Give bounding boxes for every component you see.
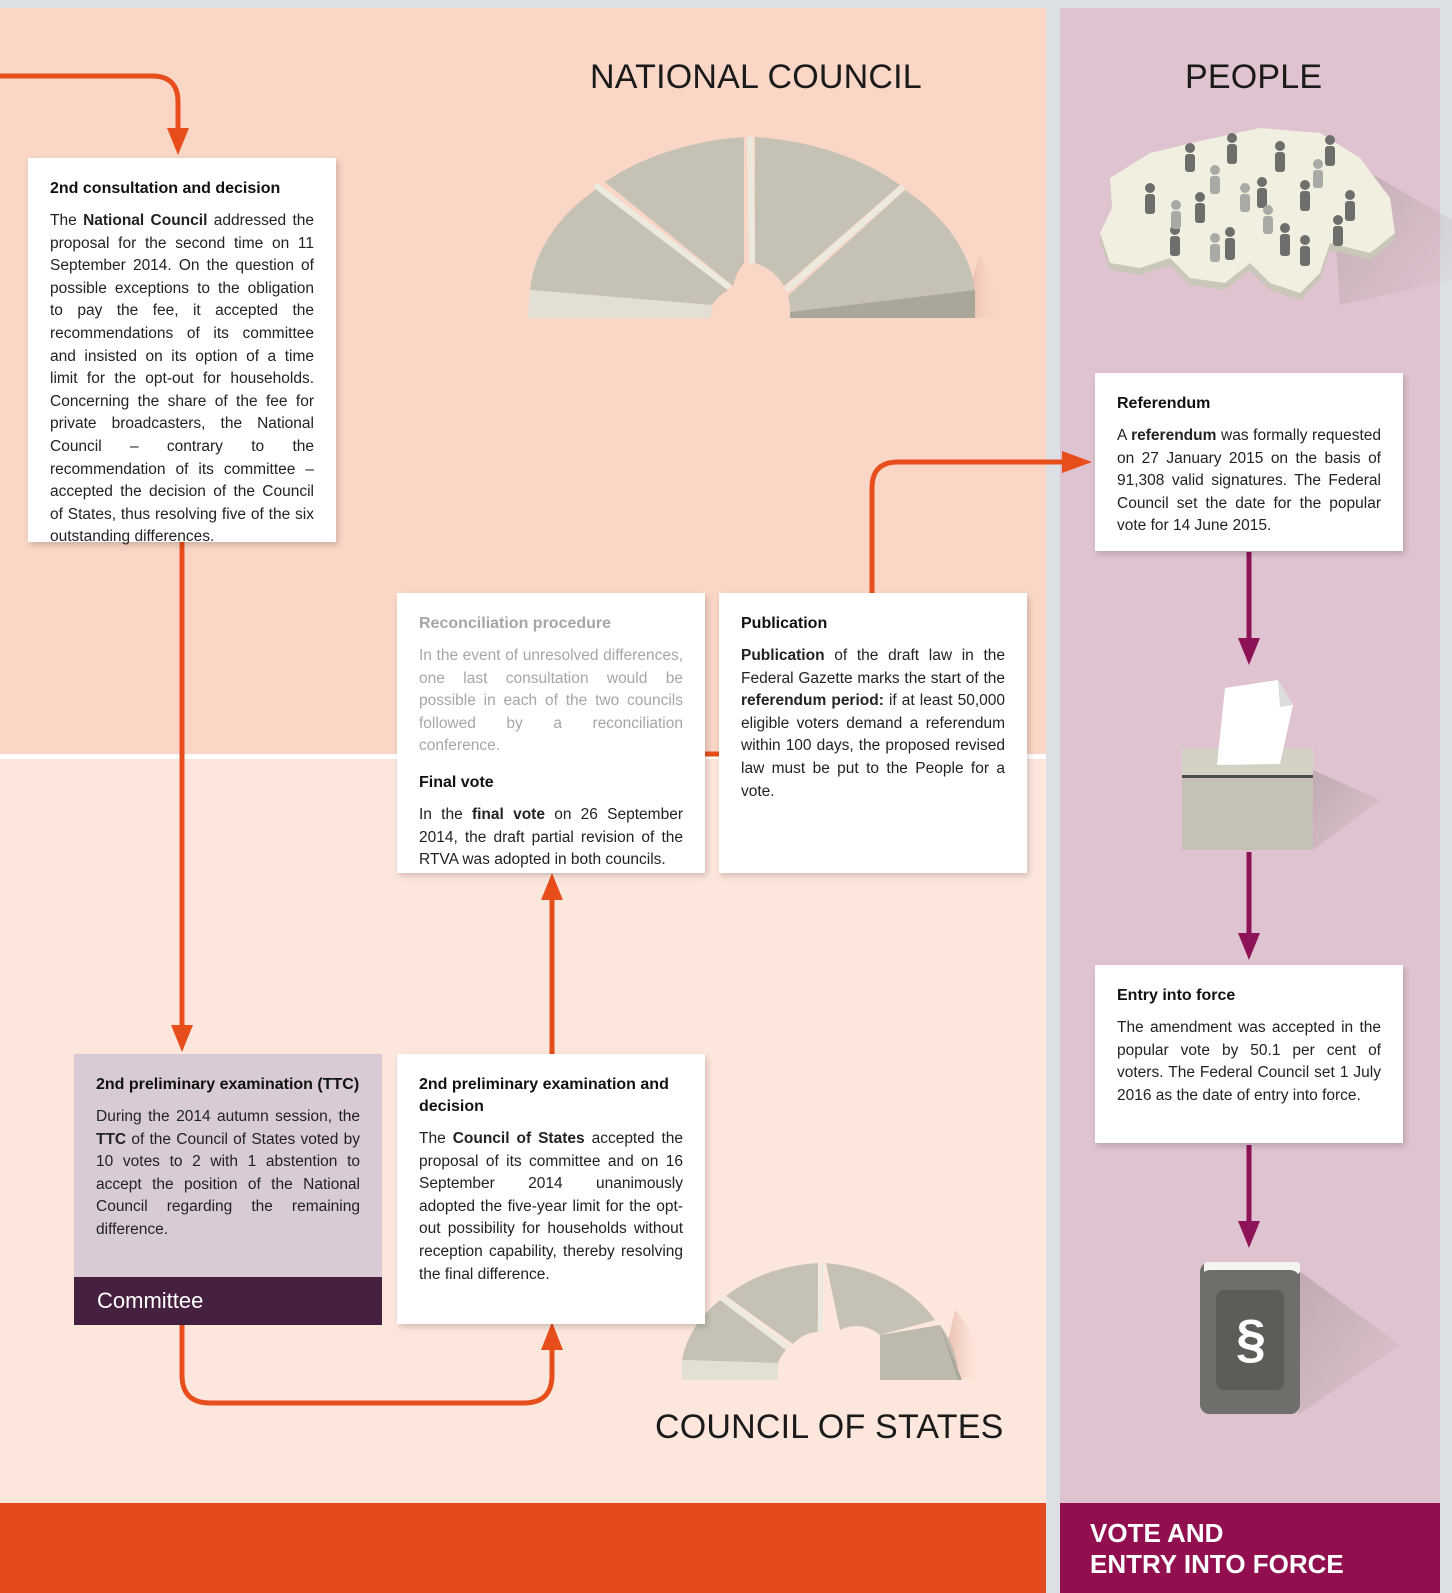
entry-into-force-card: Entry into force The amendment was accep… [1095,965,1403,1143]
cs-examination-text: The Council of States accepted the propo… [419,1128,683,1286]
connector-committee-to-cs [179,1319,555,1406]
reconciliation-final-vote-card: Reconciliation procedure In the event of… [397,593,705,873]
publication-bold-2: referendum period: [741,692,884,710]
nc-consultation-text: The National Council addressed the propo… [50,210,314,549]
flow-arrowheads-purple [1238,638,1260,1248]
parliament-footer-bar [0,1503,1046,1593]
nc-consultation-title: 2nd consultation and decision [50,180,281,197]
publication-text-2: if at least 50,000 eligible voters deman… [741,692,1005,800]
final-vote-title: Final vote [419,773,494,791]
cs-examination-text-2: accepted the proposal of its committee a… [419,1130,683,1283]
vote-footer-bar [1060,1503,1440,1593]
people-heading: PEOPLE [1185,58,1323,96]
final-vote-text-1: In the [419,805,472,823]
reconciliation-title: Reconciliation procedure [419,615,612,632]
publication-text-1: of the draft law in the Federal Gazette … [741,647,1005,687]
entry-into-force-text: The amendment was accepted in the popula… [1117,1019,1381,1104]
flow-connectors-orange [0,73,1065,1406]
vote-footer-title: VOTE AND ENTRY INTO FORCE [1090,1518,1420,1580]
cs-examination-bold-1: Council of States [452,1130,585,1147]
arrowhead-down-committee [171,1025,193,1052]
referendum-text-2: was formally requested on 27 January 201… [1117,427,1381,535]
entry-into-force-title: Entry into force [1117,987,1236,1004]
ballot-box-icon [1182,680,1380,850]
reconciliation-text: In the event of unresolved differences, … [419,647,683,755]
committee-examination-title: 2nd preliminary examination (TTC) [96,1076,360,1093]
publication-text: Publication of the draft law in the Fede… [741,645,1005,803]
vote-footer-title-line1: VOTE AND [1090,1518,1224,1548]
committee-examination-card: 2nd preliminary examination (TTC) During… [74,1054,382,1278]
committee-examination-text: During the 2014 autumn session, the TTC … [96,1106,360,1242]
committee-examination-bold-1: TTC [96,1130,127,1148]
arrowhead-up-cs [541,1322,563,1350]
national-council-heading: NATIONAL COUNCIL [590,58,922,96]
nc-consultation-text-1: The [50,212,84,229]
referendum-text-1: A [1117,427,1132,444]
nc-consultation-bold-1: National Council [83,212,208,229]
final-vote-text: In the final vote on 26 September 2014, … [419,804,683,872]
final-vote-text-2: on 26 September 2014, the draft partial … [419,805,683,869]
nc-consultation-card: 2nd consultation and decision The Nation… [28,158,336,545]
council-of-states-heading: COUNCIL OF STATES [655,1408,1004,1446]
connector-entry-to-nc [0,73,181,131]
connector-publication-to-referendum [869,459,1065,596]
switzerland-map-icon [1100,128,1452,305]
committee-examination-text-1: During the 2014 autumn session, the [96,1108,360,1125]
paragraph-symbol-icon: § [1235,1309,1267,1369]
cs-examination-text-1: The [419,1130,453,1147]
law-book-icon [1200,1262,1400,1415]
vote-footer-title-line2: ENTRY INTO FORCE [1090,1549,1344,1579]
final-vote-bold-1: final vote [471,805,545,823]
referendum-card: Referendum A referendum was formally req… [1095,373,1403,551]
arrowhead-down-ballot [1238,638,1260,665]
referendum-text: A referendum was formally requested on 2… [1117,425,1381,538]
publication-bold-1: Publication [741,647,825,664]
nc-consultation-text-2: addressed the proposal for the second ti… [50,212,315,546]
flow-arrowheads-orange [167,128,1092,1350]
cs-examination-title: 2nd preliminary examination and decision [419,1076,669,1115]
committee-label: Committee [74,1277,382,1325]
people-figures [1145,133,1355,266]
publication-title: Publication [741,615,828,632]
arrowhead-down-entry [1238,933,1260,960]
arrowhead-down-law [1238,1221,1260,1248]
committee-examination-text-2: of the Council of States voted by 10 vot… [96,1130,360,1238]
arrowhead-down-nc [167,128,189,155]
publication-card: Publication Publication of the draft law… [719,593,1027,873]
cs-examination-card: 2nd preliminary examination and decision… [397,1054,705,1324]
referendum-bold-1: referendum [1131,427,1217,444]
arrowhead-right-referendum [1062,451,1092,473]
referendum-title: Referendum [1117,395,1211,412]
arrowhead-up-final [541,873,563,900]
council-of-states-chamber-icon [682,1262,981,1380]
national-council-chamber-icon [528,136,1000,318]
